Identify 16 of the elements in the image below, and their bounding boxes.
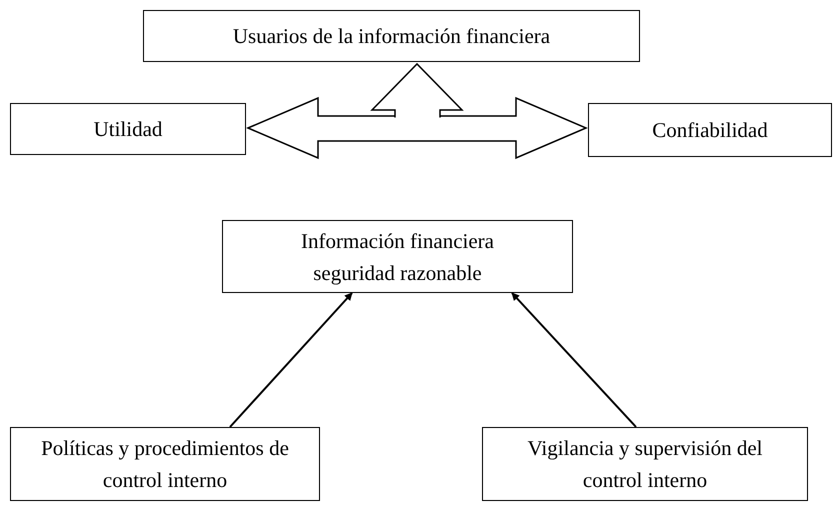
text-box — [588, 103, 832, 157]
arrow — [511, 292, 637, 428]
text-box — [482, 427, 808, 501]
arrow — [229, 292, 353, 428]
box-label: Usuarios de la información financiera — [232, 23, 550, 50]
box-label: Utilidad — [94, 116, 162, 143]
block-arrow — [246, 96, 588, 160]
box-label: Confiabilidad — [652, 117, 768, 144]
text-box — [10, 427, 320, 501]
box-label: Políticas y procedimientos de control interno — [40, 435, 290, 494]
box-label: Vigilancia y supervisión del control interno — [526, 435, 764, 494]
block-arrow — [370, 62, 464, 118]
text-box — [10, 103, 246, 155]
text-box — [222, 220, 573, 293]
box-label: Información financiera seguridad razonable — [300, 228, 495, 286]
text-box — [143, 10, 640, 62]
